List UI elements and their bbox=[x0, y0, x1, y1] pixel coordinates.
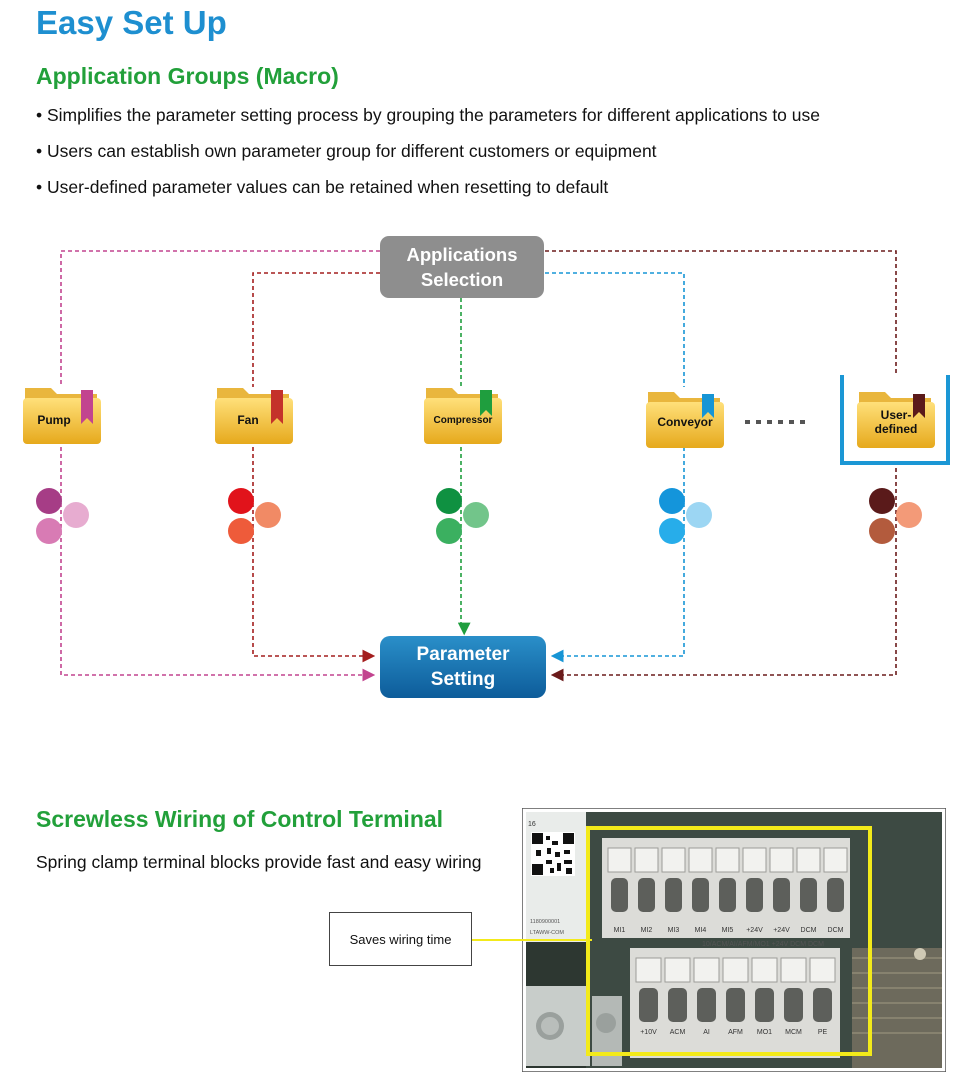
bottom-terminal-label: AFM bbox=[728, 1029, 743, 1036]
dots-pump bbox=[36, 488, 89, 544]
callout-box: Saves wiring time bbox=[329, 912, 472, 966]
bottom-terminal-lever bbox=[693, 957, 720, 983]
board-text-1: 16 bbox=[528, 821, 536, 828]
application-flow-diagram bbox=[60, 250, 897, 682]
bottom-terminal-wire-hole bbox=[668, 988, 687, 1022]
dots-conveyor bbox=[659, 488, 712, 544]
connector-fan-return bbox=[252, 447, 376, 663]
bullet-2: • Users can establish own parameter grou… bbox=[36, 141, 657, 161]
section-heading-application-groups: Application Groups (Macro) bbox=[36, 63, 339, 89]
dots-fan bbox=[228, 488, 281, 544]
bottom-terminal-label: AI bbox=[703, 1029, 710, 1036]
bottom-terminal-lever bbox=[664, 957, 691, 983]
section-heading-screwless-wiring: Screwless Wiring of Control Terminal bbox=[36, 806, 444, 832]
page-title: Easy Set Up bbox=[36, 4, 227, 41]
folder-icon-user-defined bbox=[857, 392, 935, 448]
section-description: Spring clamp terminal blocks provide fas… bbox=[36, 852, 482, 872]
connector-conveyor bbox=[545, 272, 685, 387]
top-terminal-label: MI4 bbox=[695, 927, 707, 934]
folder-label-user-defined: User- defined bbox=[874, 408, 918, 436]
top-terminal-lever bbox=[796, 847, 821, 873]
connector-user-defined-return bbox=[550, 461, 897, 682]
folder-label-compressor: Compressor bbox=[433, 415, 493, 426]
bottom-terminal-wire-hole bbox=[697, 988, 716, 1022]
top-terminal-wire-hole bbox=[773, 878, 790, 912]
connector-conveyor-return bbox=[550, 447, 685, 663]
bottom-terminal-wire-hole bbox=[784, 988, 803, 1022]
top-terminal-lever bbox=[688, 847, 713, 873]
bottom-terminal-lever bbox=[635, 957, 662, 983]
connector-pump bbox=[60, 250, 380, 387]
top-terminal-wire-hole bbox=[800, 878, 817, 912]
top-terminal-wire-hole bbox=[692, 878, 709, 912]
bottom-terminal-label: MCM bbox=[785, 1029, 802, 1036]
parameter-setting-box: Parameter Setting bbox=[380, 636, 546, 698]
bottom-terminal-lever bbox=[780, 957, 807, 983]
top-terminal-lever bbox=[607, 847, 632, 873]
applications-selection-box: Applications Selection bbox=[380, 236, 544, 298]
terminal-block-photo: 16 1180900001 LTAWW-COM MI1 MI2 MI3 MI4 MI5 +… bbox=[522, 808, 946, 1072]
top-terminal-label: DCM bbox=[801, 927, 817, 934]
top-terminal-lever bbox=[661, 847, 686, 873]
bottom-terminal-label: PE bbox=[818, 1029, 828, 1036]
top-terminal-label: MI1 bbox=[614, 927, 626, 934]
top-terminal-wire-hole bbox=[827, 878, 844, 912]
board-text-2: 1180900001 bbox=[530, 919, 560, 925]
folder-label-pump: Pump bbox=[37, 413, 71, 427]
connector-fan bbox=[252, 272, 380, 387]
top-terminal-label: +24V bbox=[746, 927, 763, 934]
bottom-terminal-lever bbox=[809, 957, 836, 983]
qr-code-icon bbox=[531, 832, 575, 876]
folder-label-conveyor: Conveyor bbox=[657, 415, 713, 429]
top-terminal-wire-hole bbox=[638, 878, 655, 912]
bottom-terminal-wire-hole bbox=[755, 988, 774, 1022]
top-terminal-lever bbox=[742, 847, 767, 873]
board-text-3: LTAWW-COM bbox=[530, 930, 564, 936]
top-terminal-lever bbox=[715, 847, 740, 873]
top-terminal-label: +24V bbox=[773, 927, 790, 934]
callout-leader-line bbox=[472, 939, 592, 941]
top-terminal-label: MI3 bbox=[668, 927, 680, 934]
user-defined-highlight bbox=[840, 375, 950, 465]
bullet-1: • Simplifies the parameter setting proce… bbox=[36, 105, 820, 125]
folders-row bbox=[23, 375, 950, 465]
bottom-terminal-label: ACM bbox=[670, 1029, 686, 1036]
dots-compressor bbox=[436, 488, 489, 544]
top-terminal-lever bbox=[634, 847, 659, 873]
bottom-terminal-wire-hole bbox=[639, 988, 658, 1022]
bottom-terminal-label: +10V bbox=[640, 1029, 657, 1036]
bottom-terminal-wire-hole bbox=[726, 988, 745, 1022]
top-terminal-label: DCM bbox=[828, 927, 844, 934]
parameter-dot-clusters bbox=[36, 488, 922, 544]
svg-text:10/ACM/AI/AFM/MO1 +24V DCM DCM: 10/ACM/AI/AFM/MO1 +24V DCM DCM bbox=[702, 941, 824, 948]
top-terminal-wire-hole bbox=[746, 878, 763, 912]
bullet-3: • User-defined parameter values can be r… bbox=[36, 177, 609, 197]
top-terminal-label: MI5 bbox=[722, 927, 734, 934]
folder-icon-compressor bbox=[424, 388, 502, 444]
bottom-terminal-lever bbox=[722, 957, 749, 983]
folder-icon-pump bbox=[23, 388, 101, 444]
more-ellipsis bbox=[745, 420, 805, 424]
folder-icon-fan bbox=[215, 388, 293, 444]
folder-label-fan: Fan bbox=[237, 413, 259, 427]
bottom-terminal-slots: +10V ACM AI AFM MO1 MCM PE bbox=[635, 957, 836, 1036]
top-terminal-lever bbox=[769, 847, 794, 873]
bottom-terminal-label: MO1 bbox=[757, 1029, 772, 1036]
connector-pump-return bbox=[60, 447, 376, 682]
folder-icon-conveyor bbox=[646, 392, 724, 448]
top-terminal-lever bbox=[823, 847, 848, 873]
bottom-terminal-wire-hole bbox=[813, 988, 832, 1022]
top-terminal-wire-hole bbox=[719, 878, 736, 912]
top-terminal-label: MI2 bbox=[641, 927, 653, 934]
bottom-terminal-lever bbox=[751, 957, 778, 983]
connector-user-defined bbox=[545, 250, 897, 373]
dots-user-defined bbox=[869, 488, 922, 544]
top-terminal-wire-hole bbox=[611, 878, 628, 912]
top-terminal-wire-hole bbox=[665, 878, 682, 912]
top-terminal-slots: MI1 MI2 MI3 MI4 MI5 +24V +24V DCM DCM bbox=[607, 847, 848, 934]
